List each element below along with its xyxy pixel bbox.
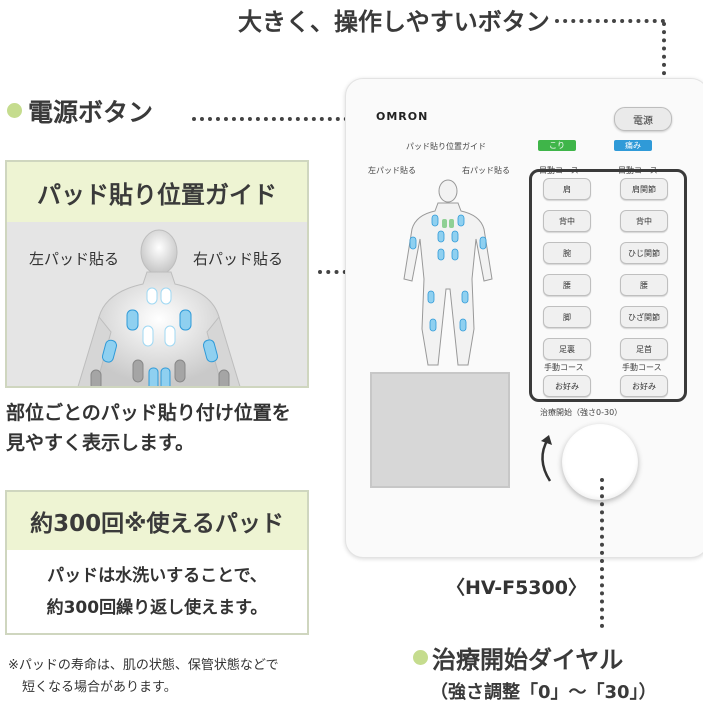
headline-buttons: 大きく、操作しやすいボタン <box>238 8 550 36</box>
button-okonomi-left[interactable]: お好み <box>543 375 591 397</box>
button-ashi[interactable]: 脚 <box>543 306 591 328</box>
dial-callout-sub: （強さ調整「0」〜「30」） <box>430 682 657 703</box>
bullet-dot <box>413 650 428 665</box>
right-pad-label: 右パッド貼る <box>193 250 284 268</box>
button-senaka-left[interactable]: 背中 <box>543 210 591 232</box>
pad-life-box: 約300回※使えるパッド パッドは水洗いすることで、 約300回繰り返し使えます… <box>5 490 309 635</box>
button-ude[interactable]: 腕 <box>543 242 591 264</box>
kori-tag: こり <box>538 140 576 151</box>
device-guide-title: パッド貼り位置ガイド <box>406 142 486 151</box>
course-button-panel: 肩 背中 腕 腰 脚 足裏 肩関節 背中 ひじ関節 腰 ひざ関節 足首 手動コー… <box>529 169 687 402</box>
power-callout-label: 電源ボタン <box>28 98 154 127</box>
bullet-dot <box>7 103 22 118</box>
headline-leader-h <box>555 19 665 23</box>
rotate-arrow-icon <box>541 435 552 482</box>
pad-life-title: 約300回※使えるパッド <box>7 492 307 550</box>
pad-guide-illustration: 左パッド貼る 右パッド貼る <box>7 222 307 386</box>
itami-tag: 痛み <box>614 140 652 151</box>
guide-description-line-1: 部位ごとのパッド貼り付け位置を <box>6 402 291 424</box>
button-hiza-kansetsu[interactable]: ひざ関節 <box>620 306 668 328</box>
button-ashiura[interactable]: 足裏 <box>543 338 591 360</box>
button-ashikubi[interactable]: 足首 <box>620 338 668 360</box>
button-kata[interactable]: 肩 <box>543 178 591 200</box>
guide-description-line-2: 見やすく表示します。 <box>6 432 195 454</box>
dial-leader <box>600 478 604 628</box>
left-pad-label: 左パッド貼る <box>29 250 120 268</box>
button-okonomi-right[interactable]: お好み <box>620 375 668 397</box>
brand-logo: OMRON <box>376 110 429 123</box>
body-silhouette-icon <box>77 229 241 386</box>
button-senaka-right[interactable]: 背中 <box>620 210 668 232</box>
button-kata-kansetsu[interactable]: 肩関節 <box>620 178 668 200</box>
button-hiji-kansetsu[interactable]: ひじ関節 <box>620 242 668 264</box>
pad-life-note: ※パッドの寿命は、肌の状態、保管状態などで 短くなる場合があります。 <box>8 655 279 699</box>
note-line-1: ※パッドの寿命は、肌の状態、保管状態などで <box>8 658 279 673</box>
manual-course-right: 手動コース <box>622 363 662 372</box>
dial-caption: 治療開始（強さ0-30） <box>540 408 623 417</box>
pad-life-body: パッドは水洗いすることで、 約300回繰り返し使えます。 <box>7 550 307 624</box>
pad-guide-title: パッド貼り位置ガイド <box>7 162 307 222</box>
device-left-pad-label: 左パッド貼る <box>368 166 416 175</box>
note-line-2: 短くなる場合があります。 <box>22 680 177 695</box>
button-koshi-left[interactable]: 腰 <box>543 274 591 296</box>
device-right-pad-label: 右パッド貼る <box>462 166 510 175</box>
model-number: 〈HV-F5300〉 <box>446 577 587 599</box>
pad-life-line-1: パッドは水洗いすることで、 <box>47 566 267 586</box>
dial-callout-title: 治療開始ダイヤル <box>432 646 624 674</box>
pad-life-line-2: 約300回繰り返し使えます。 <box>46 598 268 618</box>
manual-course-left: 手動コース <box>544 363 584 372</box>
pad-guide-card: パッド貼り位置ガイド 左パッド貼る 右パッド貼る <box>5 160 309 388</box>
device-body-figure-icon <box>403 179 493 366</box>
device-body: OMRON 電源 パッド貼り位置ガイド 左パッド貼る 右パッド貼る こり 痛み … <box>345 78 703 558</box>
lcd-screen <box>370 372 510 488</box>
button-koshi-right[interactable]: 腰 <box>620 274 668 296</box>
power-button[interactable]: 電源 <box>614 107 672 131</box>
